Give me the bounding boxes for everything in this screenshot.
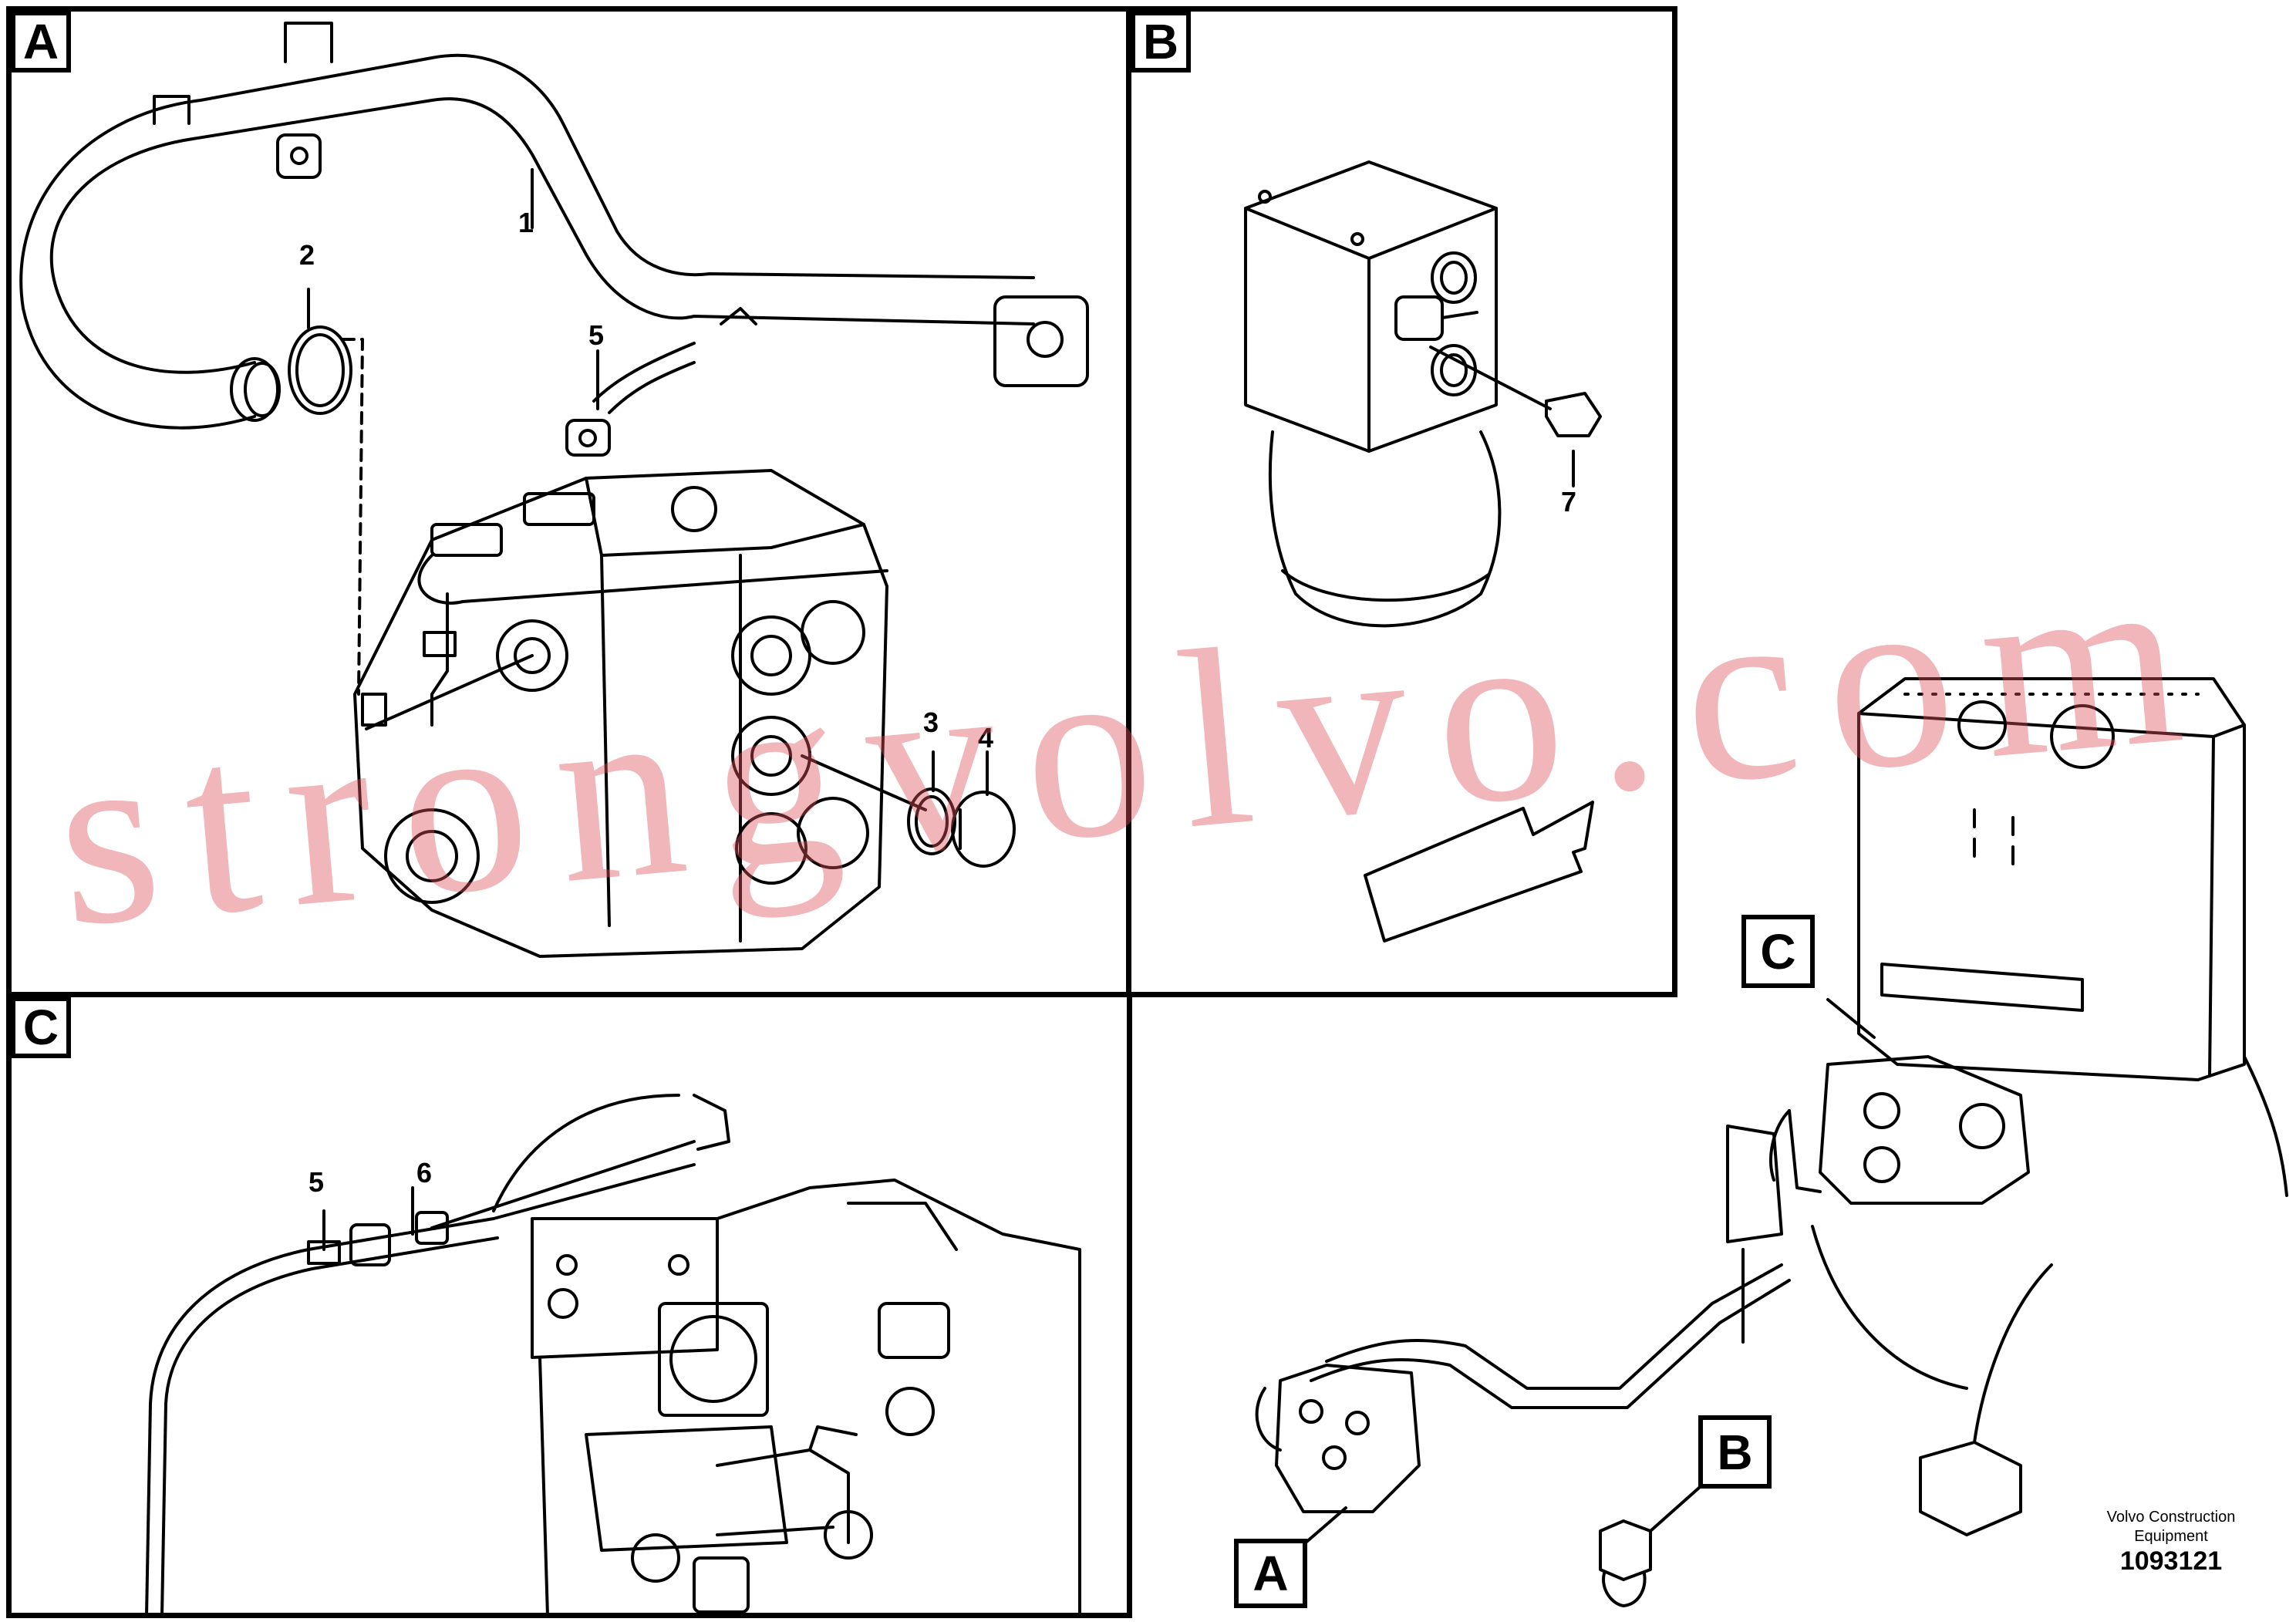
o-ring-part-2 (288, 325, 352, 415)
pipe-part-1 (19, 22, 1089, 430)
detail-panel-b (1126, 6, 1677, 997)
company-name: Volvo Construction Equipment (2082, 1508, 2260, 1546)
company-line-2: Equipment (2134, 1528, 2208, 1545)
callout-part-6: 6 (416, 1157, 433, 1189)
panel-b-label: B (1131, 11, 1191, 73)
drawing-number: 1093121 (2119, 1546, 2223, 1576)
callout-part-7: 7 (1561, 486, 1577, 518)
accumulator-assembly (1244, 160, 1602, 628)
overview-tag-c: C (1741, 915, 1815, 988)
overview-machine-hydraulics (1255, 677, 2288, 1607)
hose-part-5-a (565, 342, 696, 457)
panel-a-label: A (11, 11, 71, 73)
company-line-1: Volvo Construction (2106, 1509, 2236, 1526)
leader-c (1826, 998, 1876, 1039)
pump-assembly-detail (145, 1094, 1081, 1617)
leader-a (1304, 1506, 1347, 1544)
callout-part-2: 2 (299, 239, 315, 271)
view-direction-arrow-icon (1364, 801, 1594, 943)
panel-c-label: C (11, 996, 71, 1058)
callout-part-5-a: 5 (588, 319, 605, 351)
control-valve-block (353, 469, 888, 958)
plug-part-4 (951, 791, 1016, 868)
callout-part-1: 1 (518, 207, 534, 238)
overview-tag-b: B (1698, 1415, 1772, 1489)
callout-part-3: 3 (923, 706, 939, 738)
callout-part-4: 4 (978, 722, 994, 754)
overview-tag-a: A (1234, 1539, 1307, 1608)
callout-part-5-c: 5 (308, 1166, 325, 1198)
